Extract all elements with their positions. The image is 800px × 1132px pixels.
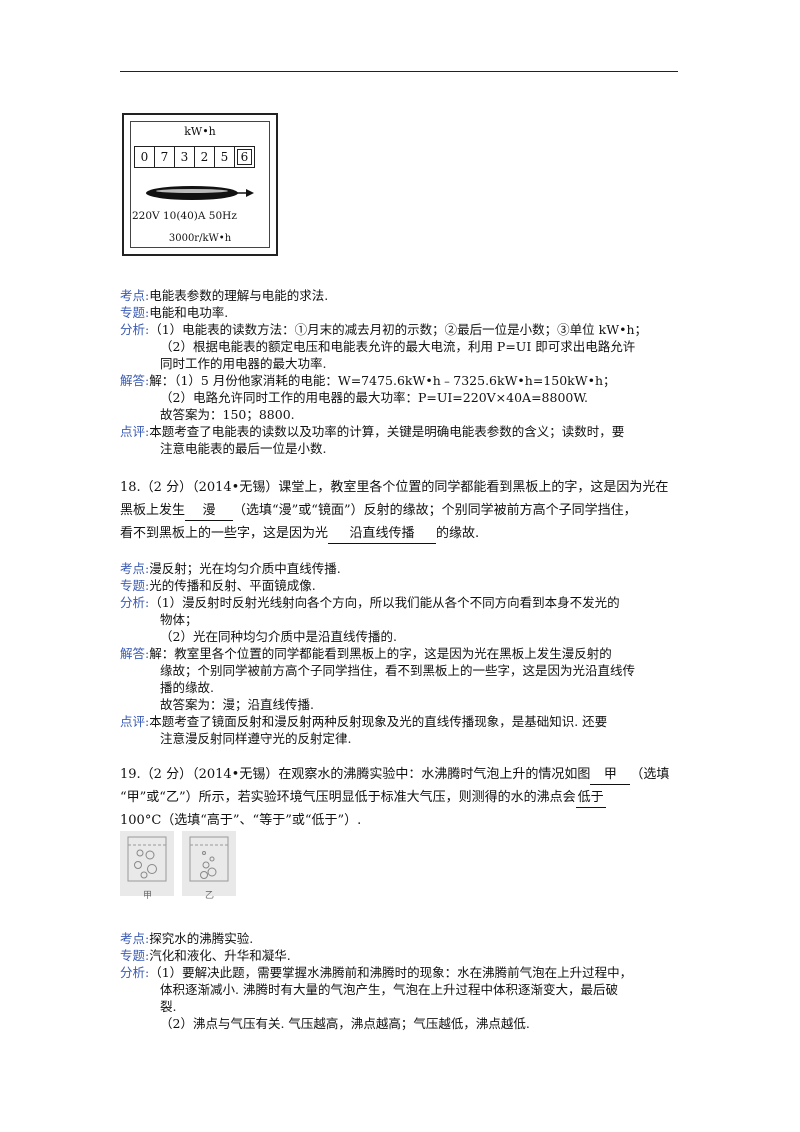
- q18-stem-line: 黑板上发生漫（选填“漫”或“镜面”）反射的缘故；个别同学被前方高个子同学挡住，: [120, 502, 637, 521]
- kaodian-label: 考点:: [120, 288, 150, 303]
- zhuanti-label: 专题:: [120, 948, 150, 963]
- q18-fenxi-line: （1）漫反射时反射光线射向各个方向，所以我们能从各个不同方向看到本身不发光的: [149, 595, 620, 610]
- meter-digit: 7: [155, 147, 175, 167]
- q17-dianping-line: 注意电能表的最后一位是小数.: [160, 441, 327, 456]
- kaodian-label: 考点:: [120, 561, 150, 576]
- q18-jieda-line: 播的缘故.: [160, 680, 214, 695]
- q19-stem-line: 100°C（选填“高于”、“等于”或“低于”）.: [120, 813, 362, 828]
- q19-fenxi-line: 裂.: [160, 999, 177, 1014]
- q17-jieda-line: 故答案为：150；8800.: [160, 407, 295, 422]
- header-rule: [120, 71, 678, 72]
- fenxi-label: 分析:: [120, 595, 150, 610]
- q18-jieda-line: 故答案为：漫；沿直线传播.: [160, 697, 314, 712]
- q19-fenxi-line: （1）要解决此题，需要掌握水沸腾前和沸腾时的现象：水在沸腾前气泡在上升过程中，: [149, 965, 633, 980]
- q18-kaodian: 漫反射；光在均匀介质中直线传播.: [149, 561, 341, 576]
- meter-rate: 3000r/kW•h: [168, 233, 232, 244]
- q17-dianping-row: 点评:本题考查了电能表的读数以及功率的计算，关键是明确电能表参数的含义；读数时，…: [120, 423, 624, 440]
- beaker-figure-jia: [120, 831, 174, 896]
- q17-jieda-row: 解答:解：（1）5 月份他家消耗的电能：W=7475.6kW•h﹣7325.6k…: [120, 372, 616, 389]
- meter-digit: 2: [195, 147, 215, 167]
- q17-fenxi-line: （2）根据电能表的额定电压和电能表允许的最大电流，利用 P=UI 即可求出电路允…: [160, 339, 636, 354]
- meter-digit: 3: [175, 147, 195, 167]
- kaodian-label: 考点:: [120, 931, 150, 946]
- beaker-yi-icon: [189, 836, 229, 882]
- q18-stem-line: 18.（2 分）（2014•无锡）课堂上，教室里各个位置的同学都能看到黑板上的字…: [120, 480, 669, 495]
- q18-zhuanti: 光的传播和反射、平面镜成像.: [149, 578, 316, 593]
- q18-dianping-row: 点评:本题考查了镜面反射和漫反射两种反射现象及光的直线传播现象，是基础知识. 还…: [120, 713, 607, 730]
- meter-inner-frame: [130, 121, 270, 248]
- q18-fenxi-row: 分析:（1）漫反射时反射光线射向各个方向，所以我们能从各个不同方向看到本身不发光…: [120, 594, 620, 611]
- zhuanti-label: 专题:: [120, 305, 150, 320]
- q18-fenxi-line: （2）光在同种均匀介质中是沿直线传播的.: [160, 629, 397, 644]
- q19-zhuanti: 汽化和液化、升华和凝华.: [149, 948, 291, 963]
- figure-label-jia: 甲: [143, 891, 153, 901]
- electricity-meter-figure: kW•h 0 7 3 2 5 6 220V 10(40)A 50Hz 3000r…: [122, 113, 278, 256]
- meter-spec: 220V 10(40)A 50Hz: [132, 210, 237, 222]
- beaker-figure-yi: [182, 831, 236, 896]
- dianping-label: 点评:: [120, 714, 150, 729]
- q19-kaodian-row: 考点:探究水的沸腾实验.: [120, 930, 253, 947]
- meter-decimal-digit: 6: [235, 147, 254, 167]
- q18-answer-blank: 漫: [185, 502, 234, 521]
- q18-jieda-row: 解答:解：教室里各个位置的同学都能看到黑板上的字，这是因为光在黑板上发生漫反射的: [120, 645, 612, 662]
- beaker-jia-icon: [127, 836, 167, 882]
- q18-jieda-line: 解：教室里各个位置的同学都能看到黑板上的字，这是因为光在黑板上发生漫反射的: [149, 646, 612, 661]
- jieda-label: 解答:: [120, 373, 150, 388]
- jieda-label: 解答:: [120, 646, 150, 661]
- q19-answer-blank: 低于: [575, 789, 606, 808]
- q17-jieda-line: （2）电路允许同时工作的用电器的最大功率：P=UI=220V×40A=8800W…: [160, 390, 588, 405]
- q17-dianping-line: 本题考查了电能表的读数以及功率的计算，关键是明确电能表参数的含义；读数时，要: [149, 424, 625, 439]
- q17-fenxi-line: （1）电能表的读数方法：①月末的减去月初的示数；②最后一位是小数；③单位 kW•…: [149, 322, 647, 337]
- q17-fenxi-row: 分析:（1）电能表的读数方法：①月末的减去月初的示数；②最后一位是小数；③单位 …: [120, 321, 647, 338]
- fenxi-label: 分析:: [120, 322, 150, 337]
- q17-fenxi-line: 同时工作的用电器的最大功率.: [160, 356, 327, 371]
- q18-zhuanti-row: 专题:光的传播和反射、平面镜成像.: [120, 577, 316, 594]
- meter-digit: 0: [135, 147, 155, 167]
- q18-answer-blank: 沿直线传播: [328, 525, 437, 544]
- q19-fenxi-line: 体积逐渐减小. 沸腾时有大量的气泡产生，气泡在上升过程中体积逐渐变大，最后破: [160, 982, 618, 997]
- q18-dianping-line: 注意漫反射同样遵守光的反射定律.: [160, 731, 352, 746]
- q19-stem-line: 19.（2 分）（2014•无锡）在观察水的沸腾实验中：水沸腾时气泡上升的情况如…: [120, 766, 669, 785]
- zhuanti-label: 专题:: [120, 578, 150, 593]
- q17-zhuanti: 电能和电功率.: [149, 305, 229, 320]
- q18-kaodian-row: 考点:漫反射；光在均匀介质中直线传播.: [120, 560, 341, 577]
- q18-jieda-line: 缘故；个别同学被前方高个子同学挡住，看不到黑板上的一些字，这是因为光沿直线传: [160, 663, 636, 678]
- q19-fenxi-line: （2）沸点与气压有关. 气压越高，沸点越高；气压越低，沸点越低.: [160, 1016, 530, 1031]
- q18-dianping-line: 本题考查了镜面反射和漫反射两种反射现象及光的直线传播现象，是基础知识. 还要: [149, 714, 608, 729]
- q18-stem-line: 看不到黑板上的一些字，这是因为光沿直线传播的缘故.: [120, 525, 479, 544]
- q17-kaodian: 电能表参数的理解与电能的求法.: [149, 288, 329, 303]
- q19-stem-line: “甲”或“乙”）所示，若实验环境气压明显低于标准大气压，则测得的水的沸点会低于: [120, 789, 606, 808]
- figure-label-yi: 乙: [205, 891, 215, 901]
- meter-digit-row: 0 7 3 2 5 6: [134, 146, 255, 168]
- q19-fenxi-row: 分析:（1）要解决此题，需要掌握水沸腾前和沸腾时的现象：水在沸腾前气泡在上升过程…: [120, 964, 632, 981]
- fenxi-label: 分析:: [120, 965, 150, 980]
- meter-disk-icon: [146, 186, 254, 200]
- q17-jieda-line: 解：（1）5 月份他家消耗的电能：W=7475.6kW•h﹣7325.6kW•h…: [149, 373, 616, 388]
- q17-zhuanti-row: 专题:电能和电功率.: [120, 304, 228, 321]
- q19-zhuanti-row: 专题:汽化和液化、升华和凝华.: [120, 947, 291, 964]
- q17-kaodian-row: 考点:电能表参数的理解与电能的求法.: [120, 287, 328, 304]
- meter-digit: 5: [215, 147, 235, 167]
- q19-kaodian: 探究水的沸腾实验.: [149, 931, 254, 946]
- q19-answer-blank: 甲: [590, 766, 631, 785]
- meter-unit: kW•h: [184, 125, 216, 138]
- dianping-label: 点评:: [120, 424, 150, 439]
- q18-fenxi-line: 物体；: [160, 612, 198, 627]
